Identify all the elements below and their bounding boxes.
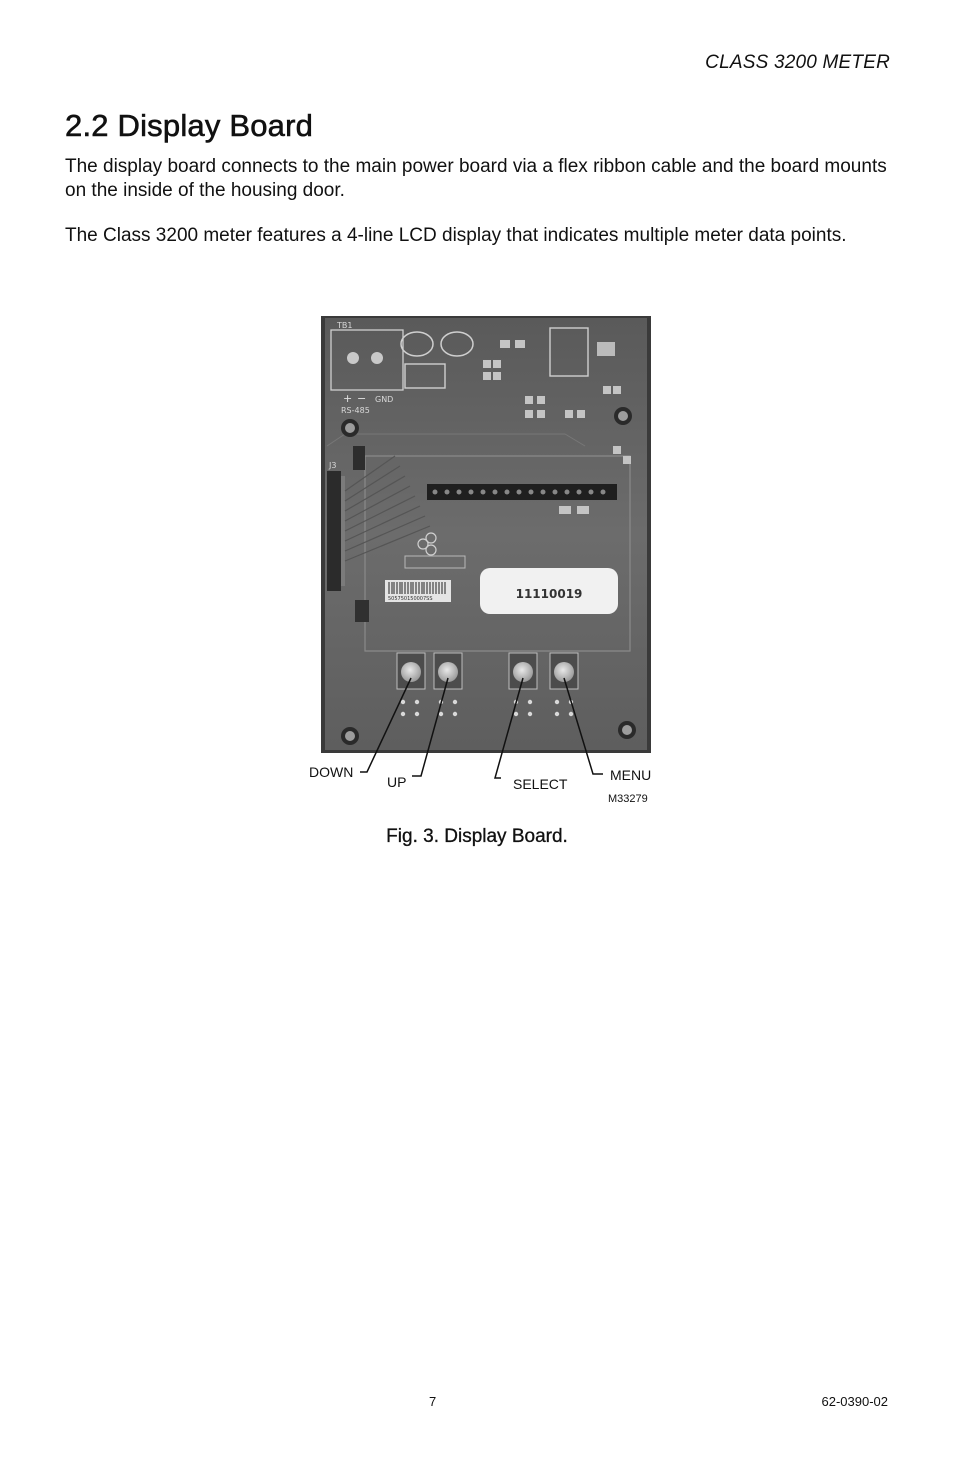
- page-number: 7: [429, 1394, 437, 1409]
- rs485-label: RS-485: [341, 406, 370, 415]
- j3-label: J3: [328, 461, 336, 470]
- callout-menu: MENU: [610, 767, 651, 783]
- serial-label: 11110019: [516, 587, 583, 601]
- callout-leaders: [360, 677, 603, 779]
- mounting-screws: [341, 407, 636, 745]
- body-paragraph-1: The display board connects to the main p…: [65, 156, 887, 201]
- display-board-illustration: TB1 + − GND RS-485 J3: [309, 316, 651, 805]
- pushbutton-menu: [549, 652, 579, 690]
- callout-down: DOWN: [309, 764, 353, 780]
- gnd-label: GND: [375, 395, 393, 404]
- section-title: 2.2 Display Board: [65, 108, 314, 144]
- pushbutton-down: [396, 652, 426, 690]
- figure-caption: Fig. 3. Display Board.: [386, 826, 568, 847]
- figure-code: M33279: [608, 793, 648, 805]
- callout-select: SELECT: [513, 776, 568, 792]
- pushbutton-up: [433, 652, 463, 690]
- pcb-photo: TB1 + − GND RS-485 J3: [321, 316, 651, 753]
- body-paragraph-2: The Class 3200 meter features a 4-line L…: [65, 225, 847, 246]
- display-board-figure: TB1 + − GND RS-485 J3: [305, 316, 665, 816]
- pushbutton-select: [508, 652, 538, 690]
- minus-label: −: [357, 392, 366, 405]
- tb1-label: TB1: [336, 321, 352, 330]
- running-header: CLASS 3200 METER: [705, 52, 890, 73]
- callout-up: UP: [387, 774, 406, 790]
- barcode-number: 505750150007SS: [388, 596, 433, 602]
- plus-label: +: [343, 392, 352, 405]
- document-number: 62-0390-02: [821, 1394, 889, 1409]
